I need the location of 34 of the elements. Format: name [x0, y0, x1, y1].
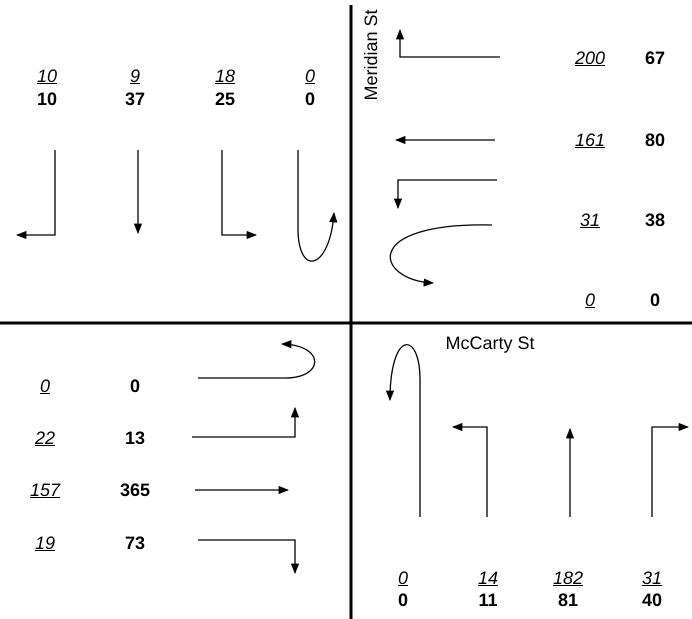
volume-count: 38: [644, 211, 666, 229]
volume-count: 31: [580, 211, 600, 229]
volume-count: 10: [36, 90, 58, 108]
volume-count: 22: [34, 429, 56, 447]
volume-count: 14: [478, 569, 498, 587]
street-name: McCarty St: [446, 334, 534, 352]
volume-count: 13: [124, 429, 146, 447]
volume-count: 73: [124, 534, 146, 552]
volume-count: 0: [650, 291, 660, 309]
volume-count: 157: [30, 481, 60, 499]
volume-count: 10: [36, 67, 58, 85]
volume-count: 18: [214, 67, 236, 85]
volume-count: 161: [574, 131, 606, 149]
volume-count: 37: [124, 90, 146, 108]
volume-count: 81: [558, 591, 578, 609]
street-name: Meridian St: [362, 9, 380, 101]
volume-count: 67: [644, 49, 666, 67]
volume-count: 19: [34, 534, 56, 552]
volume-count: 182: [552, 569, 584, 587]
volume-count: 0: [130, 377, 140, 395]
volume-count: 0: [305, 90, 315, 108]
volume-count: 40: [642, 591, 662, 609]
volume-count: 365: [120, 481, 150, 499]
volume-count: 9: [130, 67, 140, 85]
volume-count: 80: [644, 131, 666, 149]
volume-count: 200: [574, 49, 606, 67]
volume-count: 31: [642, 569, 662, 587]
volume-count: 25: [214, 90, 236, 108]
volume-count: 11: [478, 591, 498, 609]
volume-count: 0: [398, 591, 408, 609]
volume-count: 0: [305, 67, 315, 85]
volume-count: 0: [398, 569, 408, 587]
volume-count: 0: [40, 377, 50, 395]
volume-count: 0: [585, 291, 595, 309]
